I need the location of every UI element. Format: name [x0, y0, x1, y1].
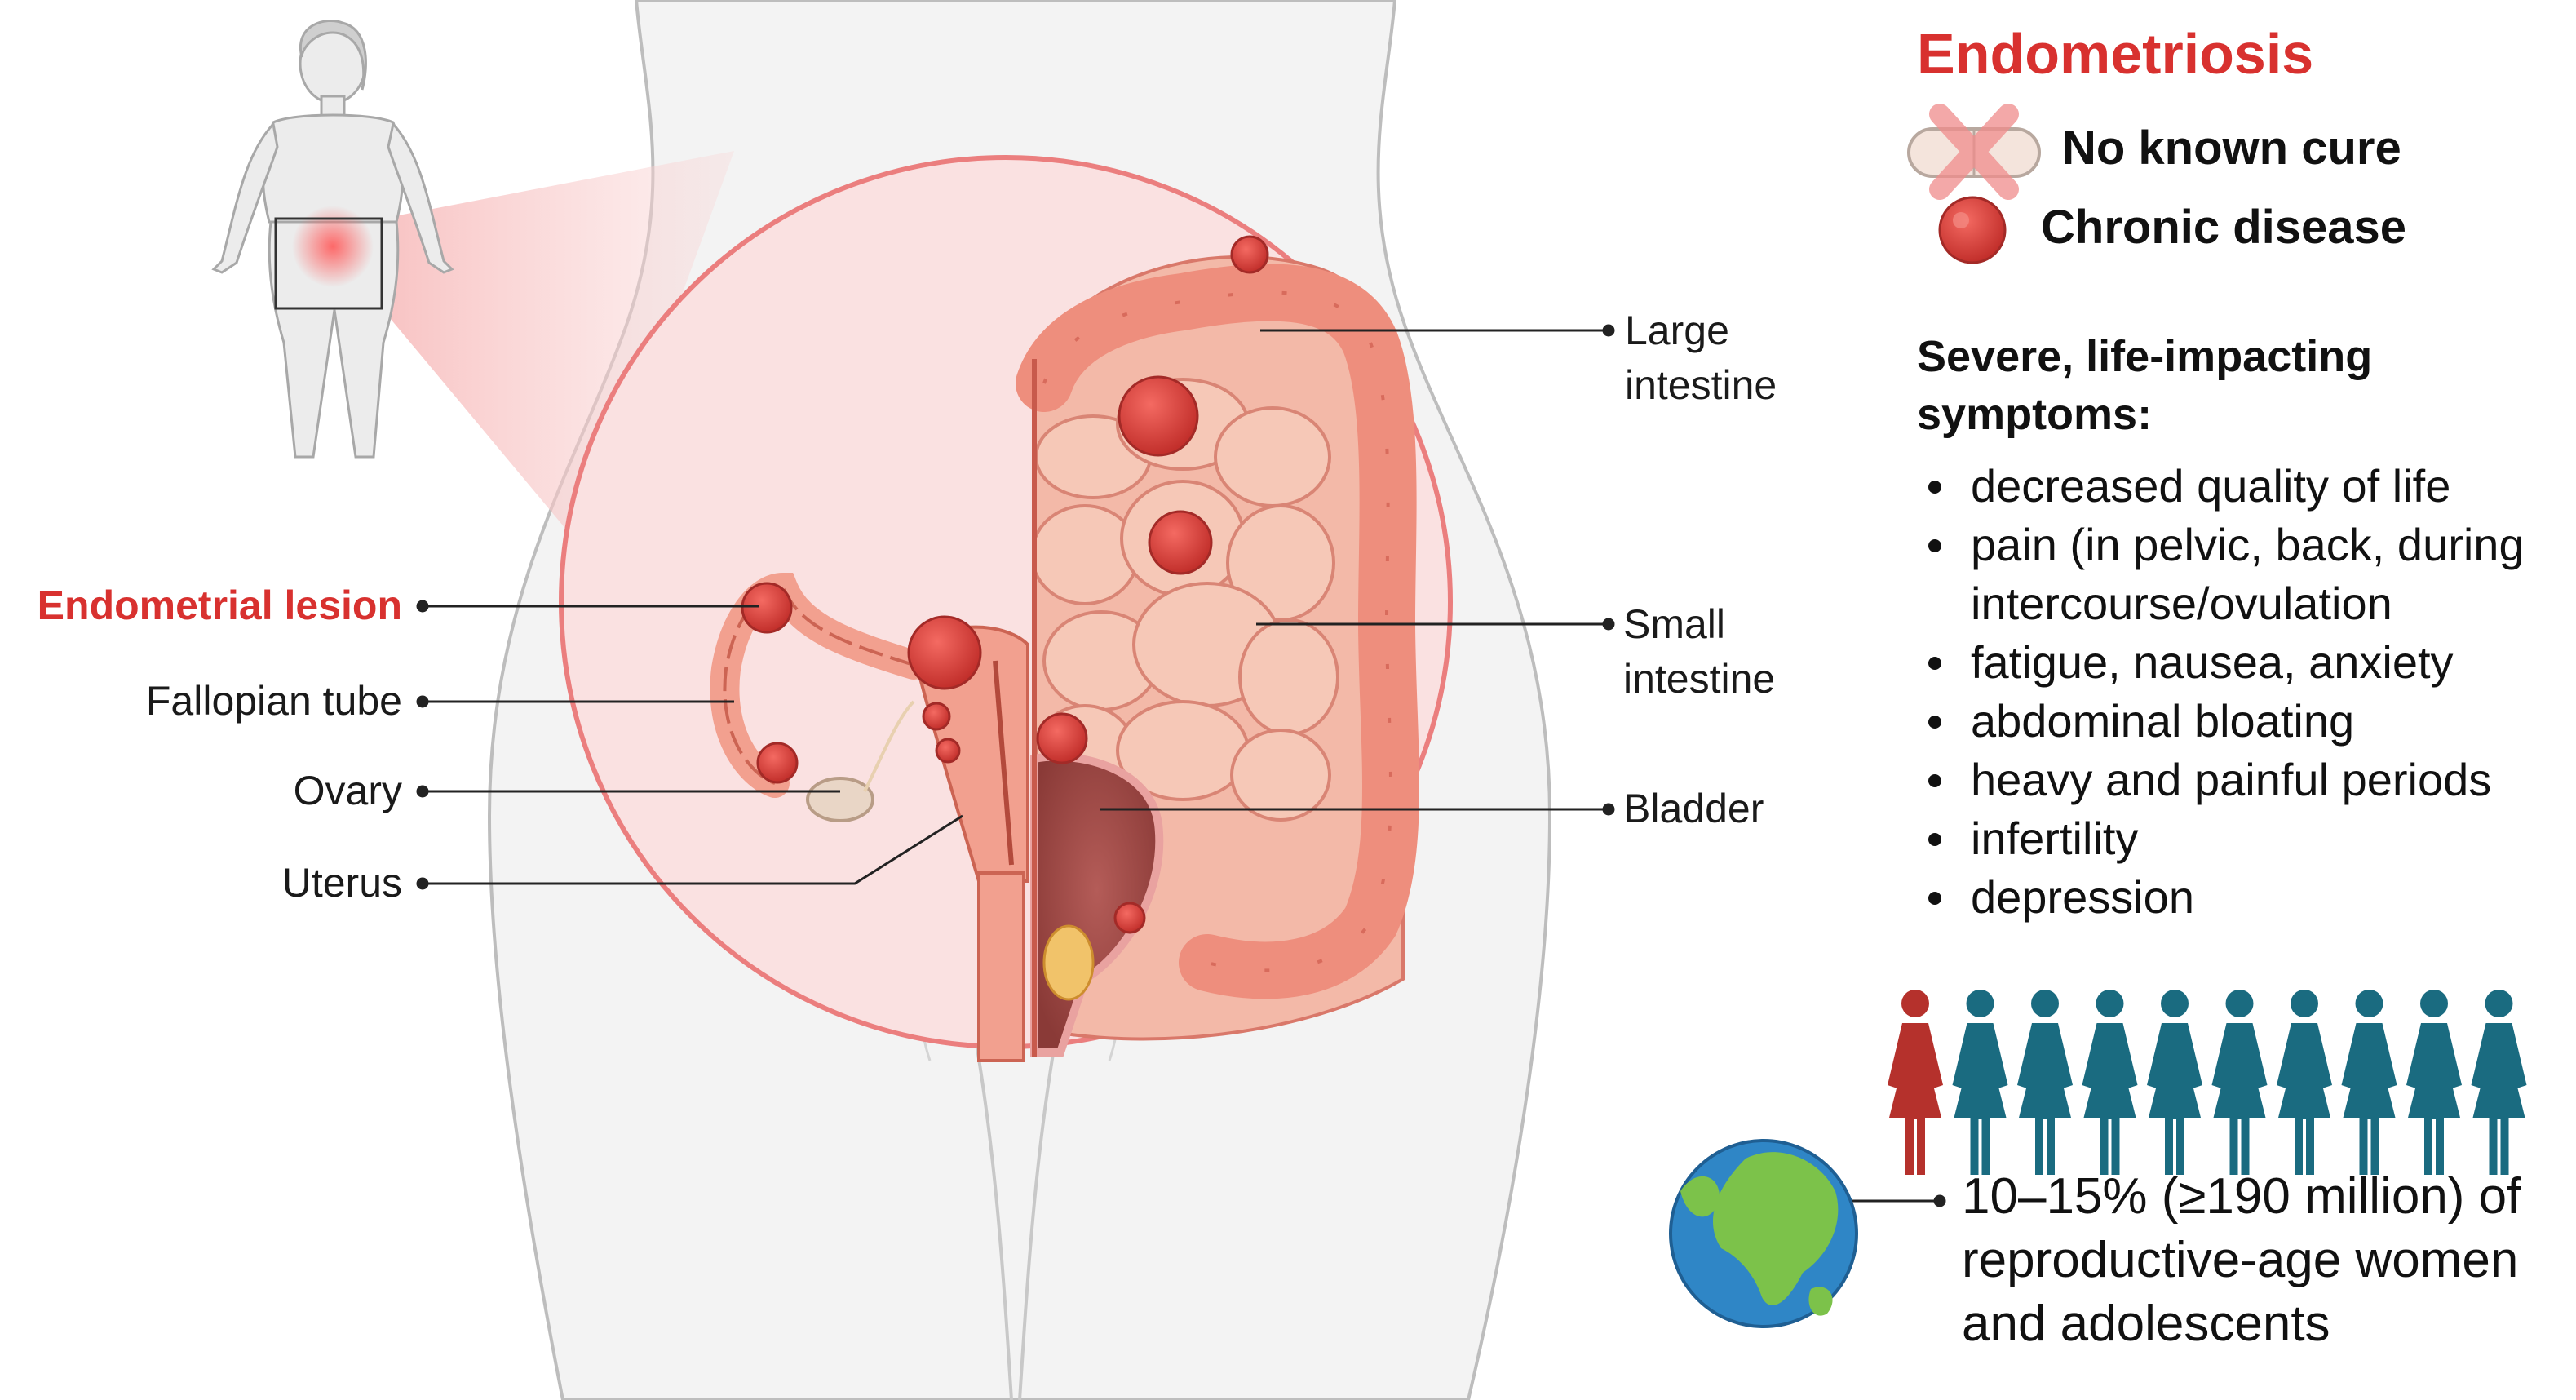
- symptom-item: heavy and painful periods: [1919, 751, 2525, 809]
- prevalence-line3: and adolescents: [1962, 1296, 2330, 1352]
- lesions: [741, 235, 1269, 934]
- woman-figure: [2082, 990, 2138, 1175]
- bullet: [1928, 716, 1941, 729]
- symptom-text: depression: [1971, 871, 2194, 923]
- bullet: [1928, 657, 1941, 670]
- symptom-text: heavy and painful periods: [1971, 754, 2492, 805]
- label-endometrial-lesion: Endometrial lesion: [37, 583, 402, 628]
- woman-figure: [1952, 990, 2008, 1175]
- symptom-text: pain (in pelvic, back, during: [1971, 519, 2525, 570]
- symptoms-heading: Severe, life-impacting symptoms:: [1917, 328, 2372, 445]
- symptom-item: fatigue, nausea, anxiety: [1919, 633, 2525, 692]
- symptom-text: intercourse/ovulation: [1971, 578, 2392, 629]
- bullet: [1928, 539, 1941, 552]
- woman-figure: [2211, 990, 2268, 1175]
- woman-figure: [2017, 990, 2073, 1175]
- human-figure: [211, 19, 454, 459]
- symptom-text: abdominal bloating: [1971, 695, 2355, 747]
- prevalence-statistic: 10–15% (≥190 million) of reproductive-ag…: [1962, 1165, 2521, 1356]
- symptom-item: abdominal bloating: [1919, 692, 2525, 751]
- symptom-item: infertility: [1919, 809, 2525, 868]
- label-fallopian-tube: Fallopian tube: [145, 678, 402, 724]
- label-bladder: Bladder: [1623, 786, 1764, 831]
- feature-no-known-cure: No known cure: [2062, 122, 2401, 175]
- lesion-icon: [1938, 196, 2007, 264]
- woman-figure-affected: [1888, 990, 1943, 1175]
- symptom-text: fatigue, nausea, anxiety: [1971, 636, 2454, 688]
- zoom-box: [274, 217, 383, 310]
- page-title: Endometriosis: [1917, 22, 2314, 86]
- pelvic-glow: [292, 206, 374, 287]
- women-pictogram: [1888, 990, 2527, 1175]
- symptom-list: decreased quality of life pain (in pelvi…: [1919, 457, 2525, 927]
- woman-figure: [2406, 990, 2462, 1175]
- zoom-cone: [382, 151, 734, 555]
- lesion-bladder: [1036, 712, 1088, 764]
- lesion-ovary: [756, 742, 799, 784]
- woman-figure: [2147, 990, 2202, 1175]
- woman-figure: [2277, 990, 2332, 1175]
- symptom-text: decreased quality of life: [1971, 460, 2451, 512]
- symptoms-heading-line1: Severe, life-impacting: [1917, 332, 2373, 381]
- label-uterus: Uterus: [281, 860, 402, 906]
- crossed-pill-icon: [1907, 104, 2041, 200]
- leader-lines: [416, 324, 1946, 1207]
- label-small-intestine-line2: intestine: [1623, 656, 1776, 702]
- woman-figure: [2471, 990, 2527, 1175]
- lesion-uterus-low: [935, 738, 961, 764]
- symptom-item: decreased quality of life: [1919, 457, 2525, 516]
- label-ovary: Ovary: [293, 768, 402, 813]
- bullet: [1928, 774, 1941, 787]
- lesion-tube: [741, 582, 793, 634]
- feature-chronic-disease: Chronic disease: [2041, 201, 2407, 254]
- prevalence-line2: reproductive-age women: [1962, 1232, 2519, 1288]
- label-small-intestine-line1: Small: [1623, 601, 1726, 647]
- lesion-small-intestine: [1148, 510, 1213, 575]
- bullet: [1928, 892, 1941, 905]
- symptom-text: infertility: [1971, 813, 2139, 864]
- bullet: [1928, 481, 1941, 494]
- symptom-item: depression: [1919, 868, 2525, 927]
- lesion-colon: [1118, 375, 1199, 457]
- bullet: [1928, 833, 1941, 846]
- label-small-intestine: Small intestine: [1623, 597, 1775, 707]
- symptoms-heading-line2: symptoms:: [1917, 390, 2153, 440]
- bladder: [1030, 752, 1164, 1057]
- earth-icon: [1669, 1139, 1858, 1328]
- lesion-colon-top: [1230, 235, 1269, 274]
- label-large-intestine-line2: intestine: [1625, 362, 1777, 408]
- prevalence-line1: 10–15% (≥190 million) of: [1962, 1168, 2521, 1225]
- lesion-uterus-mid: [922, 702, 951, 731]
- woman-figure: [2341, 990, 2397, 1175]
- lesion-uterus-top: [907, 615, 982, 690]
- symptom-item: pain (in pelvic, back, during: [1919, 516, 2525, 574]
- label-large-intestine: Large intestine: [1625, 303, 1777, 413]
- lesion-low: [1113, 902, 1146, 934]
- label-large-intestine-line1: Large: [1625, 308, 1729, 353]
- symptom-item-continuation: intercourse/ovulation: [1919, 574, 2525, 633]
